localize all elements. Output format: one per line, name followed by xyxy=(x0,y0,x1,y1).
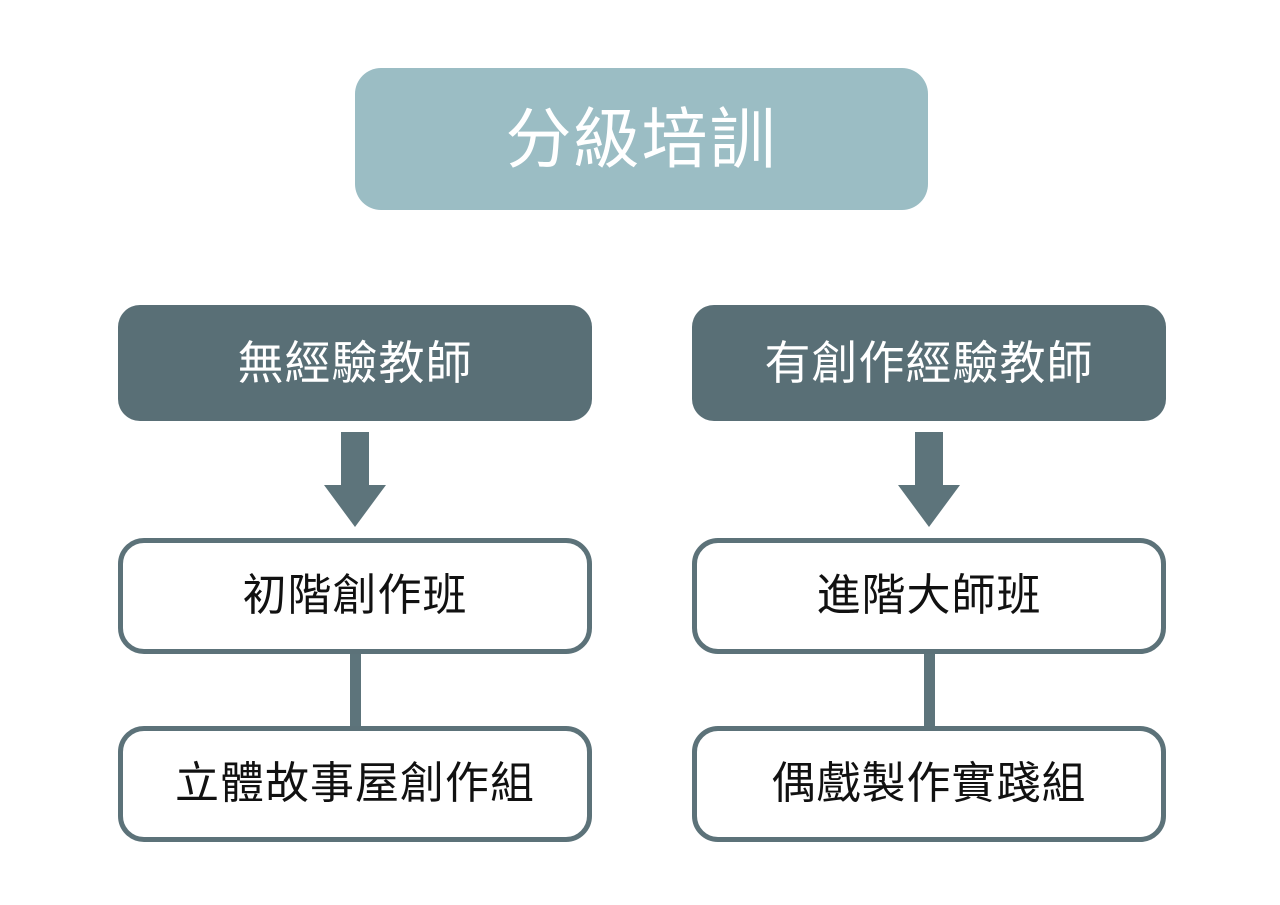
group-node-label: 立體故事屋創作組 xyxy=(175,759,535,808)
arrow-head xyxy=(324,485,386,527)
arrow-shaft xyxy=(915,432,943,487)
arrow-down-icon xyxy=(324,432,386,527)
course-node-master[interactable]: 進階大師班 xyxy=(692,538,1166,654)
branch-with-experience: 有創作經驗教師 進階大師班 偶戲製作實踐組 xyxy=(692,305,1166,842)
connector-arrow-no-experience xyxy=(118,421,592,538)
arrow-head xyxy=(898,485,960,527)
group-node-puppet-theater[interactable]: 偶戲製作實踐組 xyxy=(692,726,1166,842)
arrow-shaft xyxy=(341,432,369,487)
branch-header-label: 有創作經驗教師 xyxy=(764,337,1094,389)
arrow-down-icon xyxy=(898,432,960,527)
vertical-connector-line xyxy=(349,654,361,726)
branch-header-with-experience[interactable]: 有創作經驗教師 xyxy=(692,305,1166,421)
branch-no-experience: 無經驗教師 初階創作班 立體故事屋創作組 xyxy=(118,305,592,842)
course-node-beginner[interactable]: 初階創作班 xyxy=(118,538,592,654)
connector-bar-no-experience xyxy=(118,654,592,726)
branch-header-label: 無經驗教師 xyxy=(237,337,473,389)
connector-arrow-with-experience xyxy=(692,421,1166,538)
vertical-connector-line xyxy=(923,654,935,726)
group-node-story-house[interactable]: 立體故事屋創作組 xyxy=(118,726,592,842)
group-node-label: 偶戲製作實踐組 xyxy=(771,759,1087,808)
course-node-label: 初階創作班 xyxy=(242,571,468,620)
diagram-title-box: 分級培訓 xyxy=(355,68,928,210)
connector-bar-with-experience xyxy=(692,654,1166,726)
course-node-label: 進階大師班 xyxy=(816,571,1042,620)
branch-header-no-experience[interactable]: 無經驗教師 xyxy=(118,305,592,421)
diagram-title-text: 分級培訓 xyxy=(505,102,778,176)
